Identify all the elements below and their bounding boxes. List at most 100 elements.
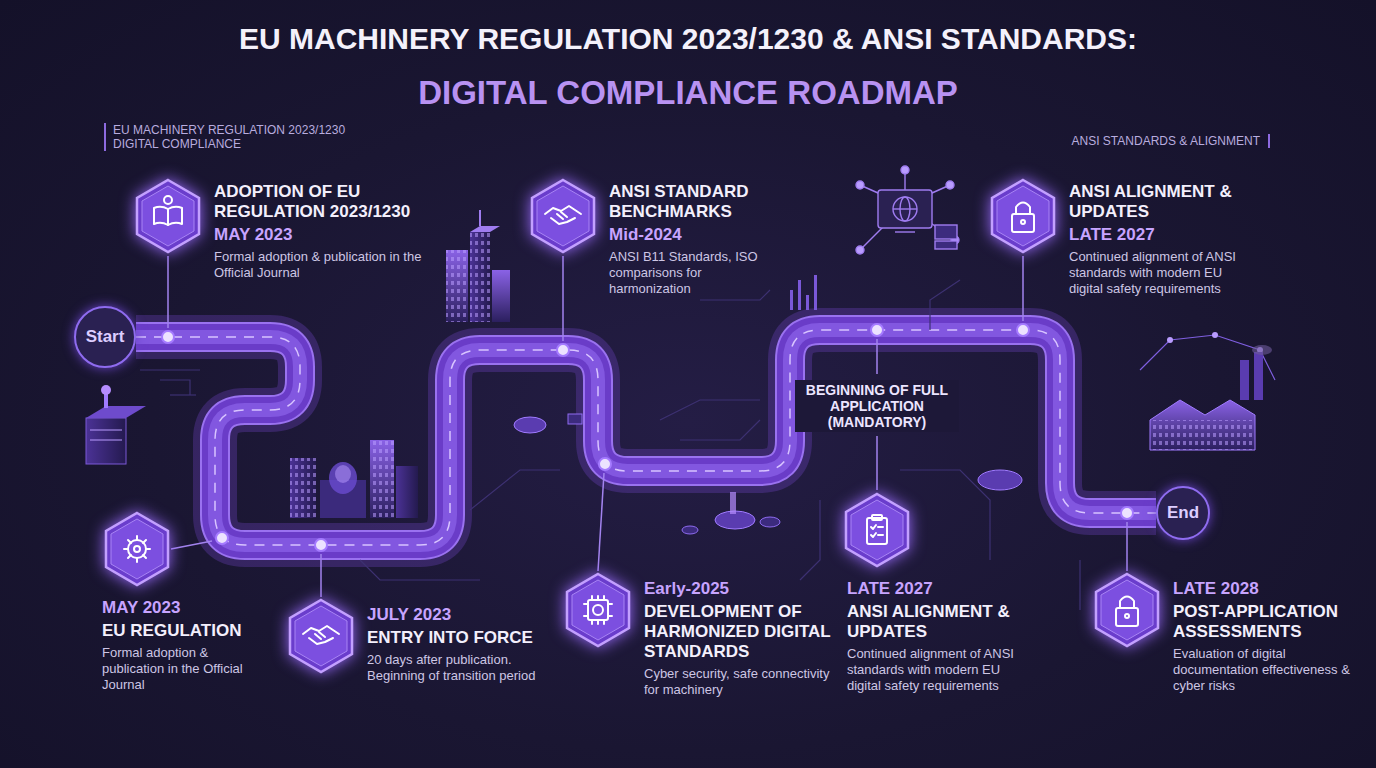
milestone-heading: POST-APPLICATION ASSESSMENTS xyxy=(1173,602,1353,642)
gear-icon xyxy=(134,546,140,552)
section-header: ANSI STANDARDS & ALIGNMENT xyxy=(1040,134,1270,148)
chip-icon xyxy=(584,596,612,624)
milestone-heading: ANSI ALIGNMENT & UPDATES xyxy=(847,602,1017,642)
milestone-heading: ENTRY INTO FORCE xyxy=(367,628,547,648)
milestone-body: 20 days after publication. Beginning of … xyxy=(367,652,547,684)
clipboard-icon xyxy=(872,515,882,520)
clipboard-icon xyxy=(867,518,887,544)
handshake-icon xyxy=(557,212,567,219)
hex-icon xyxy=(545,206,581,224)
leader-line xyxy=(168,256,1127,597)
hexagon-inner xyxy=(111,519,163,579)
hex-icon xyxy=(1012,203,1034,233)
glow-pads xyxy=(514,414,1022,534)
hexagon-inner xyxy=(1101,580,1153,640)
road-lane xyxy=(136,330,1156,545)
milestone-node: LATE 2028POST-APPLICATION ASSESSMENTSEva… xyxy=(1093,572,1353,694)
section-header: EU MACHINERY REGULATION 2023/1230 DIGITA… xyxy=(104,123,383,151)
road-edge xyxy=(136,330,1156,545)
hexagon-inner xyxy=(851,500,903,560)
hexagon-inner xyxy=(997,186,1049,246)
milestone-body: Continued alignment of ANSI standards wi… xyxy=(1069,249,1247,297)
milestone-date: MAY 2023 xyxy=(102,597,267,618)
hexagon-badge xyxy=(103,511,171,587)
milestone-body: Continued alignment of ANSI standards wi… xyxy=(847,646,1017,694)
lock-icon xyxy=(1116,608,1138,626)
hexagon-badge xyxy=(529,178,597,254)
hexagon-outline xyxy=(106,513,168,585)
handshake-icon xyxy=(315,632,325,639)
milestone-date: LATE 2028 xyxy=(1173,578,1353,599)
road-group xyxy=(136,330,1156,545)
factory-figure xyxy=(1140,332,1275,450)
diagram-title: EU MACHINERY REGULATION 2023/1230 & ANSI… xyxy=(0,22,1376,56)
book-icon xyxy=(167,209,169,225)
hex-icon xyxy=(867,515,887,544)
lock-icon xyxy=(1125,614,1129,618)
milestone-heading: EU REGULATION xyxy=(102,621,267,641)
hexagon-badge xyxy=(564,572,632,648)
milestone-text: ANSI STANDARD BENCHMARKSMid-2024ANSI B11… xyxy=(609,178,784,297)
bar-chart-figure xyxy=(790,275,817,310)
hexagon-outline xyxy=(992,180,1054,252)
terminal-circle: End xyxy=(1156,486,1210,540)
hexagon-outline xyxy=(532,180,594,252)
milestone-date: LATE 2027 xyxy=(1069,224,1247,245)
clipboard-icon xyxy=(871,525,883,537)
milestone-body: Formal adoption & publication in the Off… xyxy=(214,249,429,281)
lock-icon xyxy=(1021,220,1025,224)
lock-icon xyxy=(1012,214,1034,232)
hexagon-outline xyxy=(1096,574,1158,646)
hexagon-inner xyxy=(537,186,589,246)
milestone-heading: ANSI ALIGNMENT & UPDATES xyxy=(1069,182,1247,222)
milestone-heading: DEVELOPMENT OF HARMONIZED DIGITAL STANDA… xyxy=(644,602,839,662)
chip-icon xyxy=(593,605,603,615)
hexagon-badge xyxy=(134,178,202,254)
hex-icon xyxy=(584,596,612,624)
milestone-text: ANSI ALIGNMENT & UPDATESLATE 2027Continu… xyxy=(1069,178,1247,297)
milestone-text: MAY 2023EU REGULATIONFormal adoption & p… xyxy=(102,511,267,693)
road-centerline xyxy=(136,330,1156,545)
milestone-heading: ADOPTION OF EU REGULATION 2023/1230 xyxy=(214,182,429,222)
hexagon-badge xyxy=(843,492,911,568)
milestone-node: JULY 2023ENTRY INTO FORCE 20 days after p… xyxy=(287,598,547,684)
hex-icon xyxy=(124,536,150,562)
hexagon-inner xyxy=(142,186,194,246)
hexagon-outline xyxy=(846,494,908,566)
gear-icon xyxy=(124,536,150,562)
milestone-text: LATE 2028POST-APPLICATION ASSESSMENTSEva… xyxy=(1173,572,1353,694)
hexagon-inner xyxy=(572,580,624,640)
terminal-text: End xyxy=(1167,503,1199,523)
phase-label: BEGINNING OF FULL APPLICATION (MANDATORY… xyxy=(795,380,959,432)
chip-icon xyxy=(588,600,608,620)
milestone-node: MAY 2023EU REGULATIONFormal adoption & p… xyxy=(98,511,267,693)
milestone-date: JULY 2023 xyxy=(367,604,547,625)
hexagon-inner xyxy=(295,606,347,666)
terminal-text: Start xyxy=(86,327,125,347)
milestone-body: Evaluation of digital documentation effe… xyxy=(1173,646,1353,694)
road-glow xyxy=(136,330,1156,545)
hexagon-outline xyxy=(567,574,629,646)
hexagon-badge xyxy=(1093,572,1161,648)
milestone-node: ANSI ALIGNMENT & UPDATESLATE 2027Continu… xyxy=(989,178,1247,297)
terminal-circle: Start xyxy=(74,306,136,368)
network-figure xyxy=(856,166,959,254)
city-buildings xyxy=(446,210,510,322)
gear-icon xyxy=(164,196,172,204)
milestone-text: ADOPTION OF EU REGULATION 2023/1230MAY 2… xyxy=(214,178,429,281)
milestone-node: ADOPTION OF EU REGULATION 2023/1230MAY 2… xyxy=(134,178,429,281)
hex-icon xyxy=(303,626,339,644)
milestone-date: Early-2025 xyxy=(644,578,839,599)
subtitle: DIGITAL COMPLIANCE ROADMAP xyxy=(0,74,1376,112)
milestone-dot xyxy=(162,324,1133,551)
milestone-date: Mid-2024 xyxy=(609,224,784,245)
hex-icon xyxy=(1116,597,1138,627)
hexagon-badge xyxy=(989,178,1057,254)
hexagon-badge xyxy=(287,598,355,674)
milestone-text: JULY 2023ENTRY INTO FORCE 20 days after p… xyxy=(367,598,547,684)
milestone-text: LATE 2027ANSI ALIGNMENT & UPDATESContinu… xyxy=(847,492,1017,694)
milestone-heading: ANSI STANDARD BENCHMARKS xyxy=(609,182,784,222)
book-icon xyxy=(154,207,182,225)
milestone-node: LATE 2027ANSI ALIGNMENT & UPDATESContinu… xyxy=(843,492,1017,694)
